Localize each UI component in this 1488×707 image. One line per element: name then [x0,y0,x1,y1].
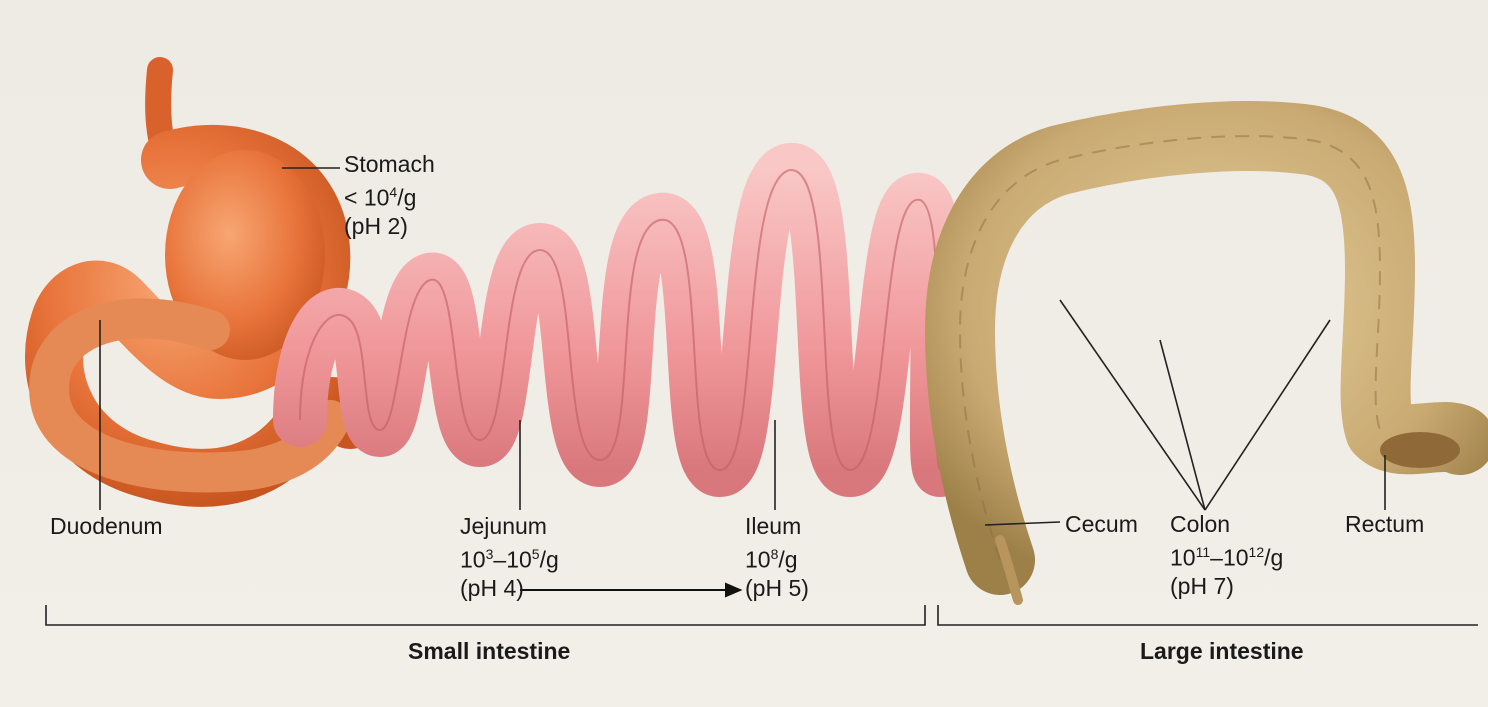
jejunum-ph: (pH 4) [460,574,559,602]
colon-pointer-1 [1060,300,1205,510]
colon-ph: (pH 7) [1170,572,1283,600]
rectum-label: Rectum [1345,510,1424,538]
jejunum-name: Jejunum [460,512,559,540]
ileum-name: Ileum [745,512,809,540]
large-intestine-bracket [938,605,1478,625]
large-intestine-label: Large intestine [1140,637,1304,665]
stomach-count: < 104/g [344,178,435,212]
cecum-label: Cecum [1065,510,1138,538]
ileum-ph: (pH 5) [745,574,809,602]
colon-name: Colon [1170,510,1283,538]
small-intestine-bracket [46,605,925,625]
stomach-ph: (pH 2) [344,212,435,240]
ileum-count: 108/g [745,540,809,574]
stomach-name: Stomach [344,150,435,178]
ileum-label: Ileum 108/g (pH 5) [745,512,809,602]
small-intestine-label: Small intestine [408,637,570,665]
stomach-label: Stomach < 104/g (pH 2) [344,150,435,240]
rectum-shape [1380,432,1460,468]
colon-pointer-2 [1160,340,1205,510]
jejunum-count: 103–105/g [460,540,559,574]
jejunum-label: Jejunum 103–105/g (pH 4) [460,512,559,602]
colon-pointer-3 [1205,320,1330,510]
colon-count: 1011–1012/g [1170,538,1283,572]
colon-label: Colon 1011–1012/g (pH 7) [1170,510,1283,600]
duodenum-label: Duodenum [50,512,163,540]
